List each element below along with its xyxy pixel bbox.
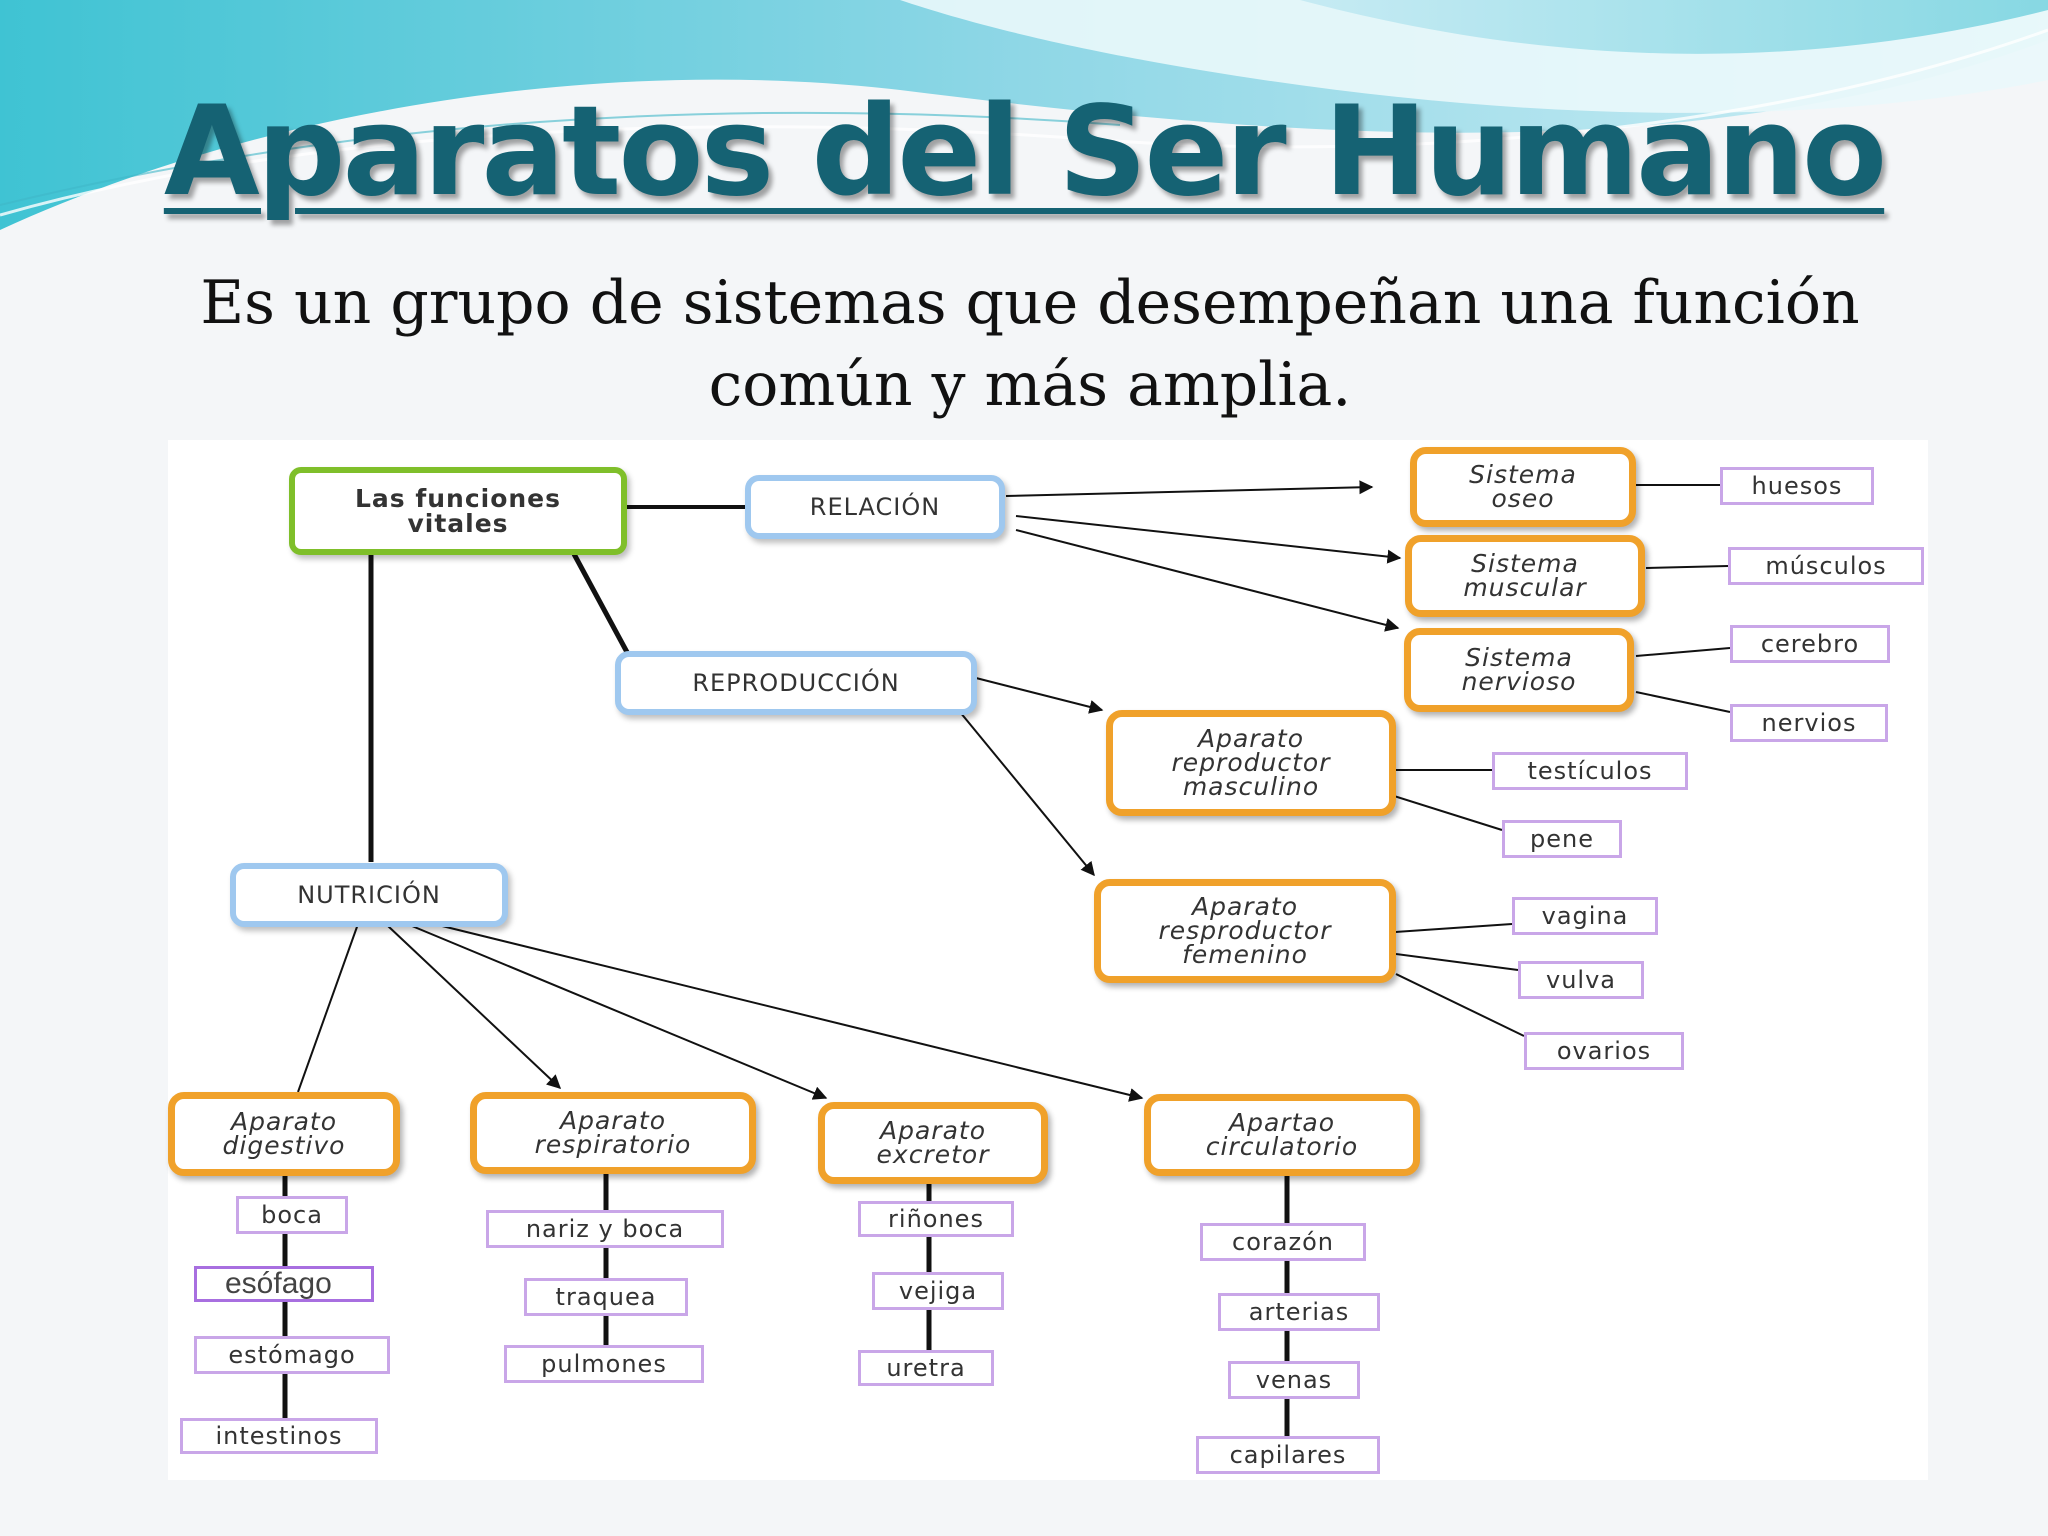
part-ovarios: ovarios [1524,1032,1684,1070]
part-estomago: estómago [194,1336,390,1374]
part-rinones: riñones [858,1201,1014,1237]
part-nervios: nervios [1730,704,1888,742]
femenino-line-2: resproductor [1158,916,1332,945]
part-huesos: huesos [1720,467,1874,505]
part-nariz-y-boca: nariz y boca [486,1210,724,1248]
subtitle-line-1: Es un grupo de sistemas que desempeñan u… [200,268,1860,338]
edge-nutricion-excretor [411,925,828,1100]
respiratorio-line-1: Aparato [560,1106,666,1135]
edge-nervioso-nervios [1635,691,1731,713]
node-system-muscular: Sistema muscular [1405,535,1645,617]
part-traquea: traquea [524,1278,688,1316]
femenino-line-1: Aparato [1192,892,1298,921]
part-capilares: capilares [1196,1436,1380,1474]
node-system-reproductor-femenino: Aparato resproductor femenino [1094,879,1396,983]
edge-masculino-pene [1393,795,1503,831]
system-oseo-line-2: oseo [1491,484,1555,513]
header-wave-decoration [0,0,2048,230]
system-nervioso-line-2: nervioso [1461,667,1577,696]
node-category-reproduccion: REPRODUCCIÓN [615,651,977,715]
circulatorio-line-1: Apartao [1229,1108,1335,1137]
node-category-relacion: RELACIÓN [745,475,1005,539]
edge-root-reproduccion [571,552,631,656]
part-intestinos: intestinos [180,1418,378,1454]
part-corazon: corazón [1200,1223,1366,1261]
part-vulva: vulva [1518,961,1644,999]
part-pene: pene [1502,820,1622,858]
respiratorio-line-2: respiratorio [534,1130,692,1159]
edge-relacion-nervioso [1015,529,1400,632]
part-musculos: músculos [1728,547,1924,585]
part-pulmones: pulmones [504,1345,704,1383]
slide-subtitle: Es un grupo de sistemas que desempeñan u… [170,262,1890,426]
masculino-line-2: reproductor [1171,748,1331,777]
node-system-oseo: Sistema oseo [1410,447,1636,527]
part-venas: venas [1228,1361,1360,1399]
slide-title: Aparatos del Ser Humano [163,80,1887,224]
excretor-line-2: excretor [876,1140,990,1169]
edge-nutricion-digestivo [297,923,359,1093]
edge-reproduccion-masculino [975,677,1104,714]
part-testiculos: testículos [1492,752,1688,790]
part-cerebro: cerebro [1730,625,1890,663]
circulatorio-line-2: circulatorio [1205,1132,1359,1161]
edge-nutricion-respiratorio [387,925,562,1089]
system-oseo-line-1: Sistema [1469,460,1577,489]
edge-reproduccion-femenino [959,711,1095,877]
excretor-line-1: Aparato [880,1116,986,1145]
edge-relacion-muscular [1015,515,1402,564]
node-system-reproductor-masculino: Aparato reproductor masculino [1106,710,1396,816]
masculino-line-3: masculino [1182,772,1320,801]
node-system-digestivo: Aparato digestivo [168,1092,400,1176]
node-system-excretor: Aparato excretor [818,1102,1048,1184]
part-vejiga: vejiga [872,1272,1004,1310]
node-system-circulatorio: Apartao circulatorio [1144,1094,1420,1176]
edge-muscular-musculos [1645,565,1729,569]
masculino-line-1: Aparato [1198,724,1304,753]
node-system-respiratorio: Aparato respiratorio [470,1092,756,1174]
part-uretra: uretra [858,1350,994,1386]
system-muscular-line-2: muscular [1463,573,1587,602]
part-esofago: esófago [194,1266,374,1302]
part-vagina: vagina [1512,897,1658,935]
edge-relacion-oseo [1005,480,1374,497]
femenino-line-3: femenino [1182,940,1308,969]
part-boca: boca [236,1196,348,1234]
system-muscular-line-1: Sistema [1471,549,1579,578]
root-label-line-1: Las funciones [354,484,562,513]
node-root-funciones-vitales: Las funciones vitales [289,467,627,555]
edge-femenino-vulva [1395,953,1519,971]
node-system-nervioso: Sistema nervioso [1404,628,1634,712]
root-label-line-2: vitales [407,509,509,538]
edge-nutricion-circulatorio [433,923,1144,1102]
digestivo-line-2: digestivo [222,1131,346,1160]
subtitle-line-2: común y más amplia. [708,350,1352,420]
system-nervioso-line-1: Sistema [1465,643,1573,672]
edge-femenino-vagina [1395,923,1513,933]
edge-nervioso-cerebro [1635,647,1731,657]
digestivo-line-1: Aparato [231,1107,337,1136]
part-arterias: arterias [1218,1293,1380,1331]
node-category-nutricion: NUTRICIÓN [230,863,508,927]
edge-femenino-ovarios [1395,973,1525,1037]
